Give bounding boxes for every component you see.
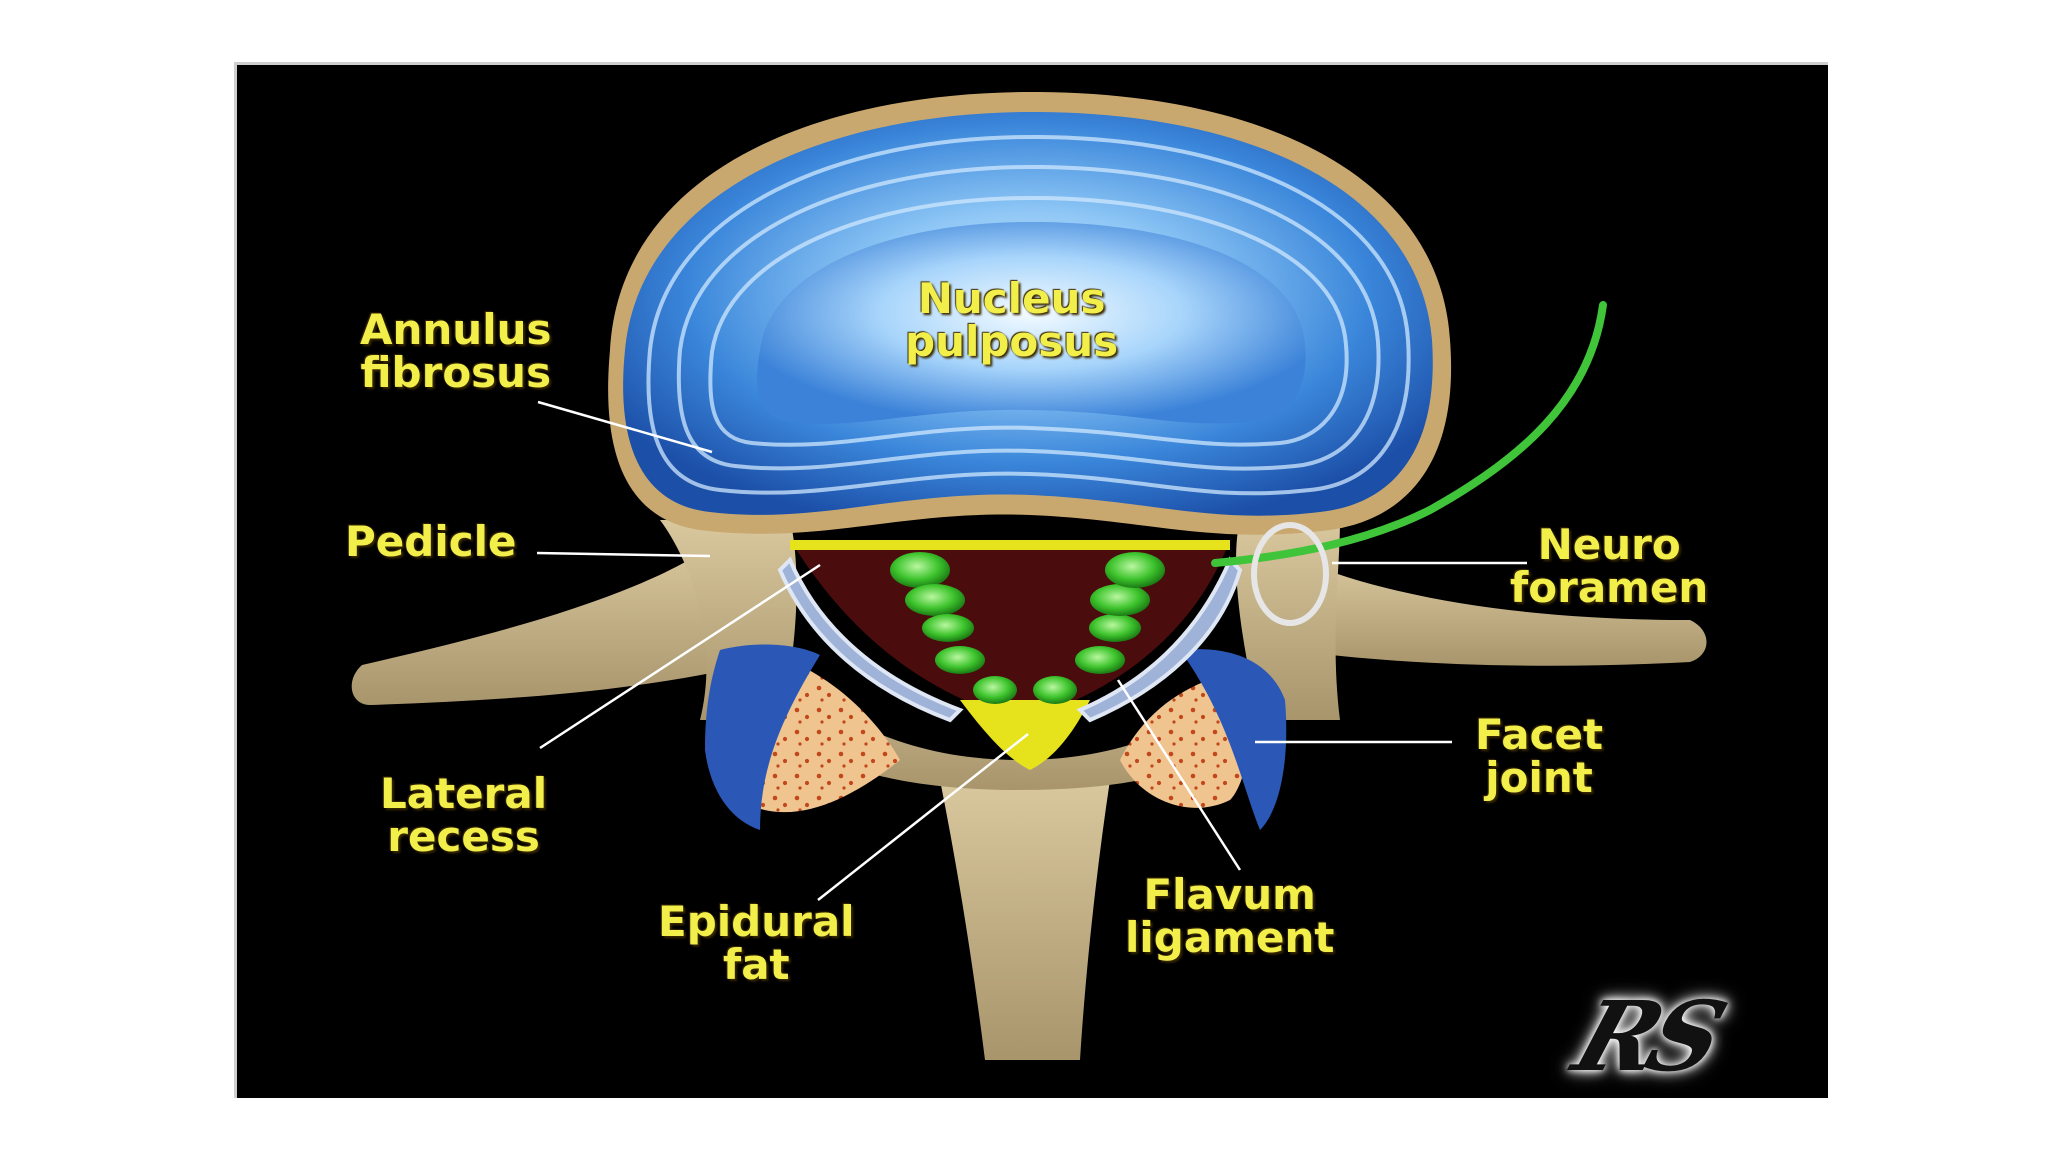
annulus-leader: [537, 400, 713, 454]
right-flavum-ligament: [1076, 556, 1243, 723]
epidural-fat-band: [790, 540, 1230, 550]
pedicle-leader: [536, 551, 711, 558]
lateral-leader: [539, 563, 821, 750]
leader-lines: [536, 400, 1527, 901]
nerve-roots: [890, 552, 1165, 704]
pedicle-label: Pedicle: [345, 517, 517, 566]
left-flavum-ligament: [777, 556, 964, 723]
nucleus-pulposus: [757, 221, 1306, 424]
flavum-leader: [1116, 679, 1242, 871]
exiting-nerve: [1211, 301, 1607, 567]
annulus-rings: [646, 134, 1411, 496]
epidural-leader: [817, 733, 1029, 901]
right-facet-joint: [1120, 649, 1287, 830]
neuro-foramen-highlight: [1251, 522, 1329, 626]
spinous-process: [940, 780, 1110, 1060]
right-transverse-process: [1290, 560, 1707, 666]
left-facet-joint: [705, 644, 900, 830]
left-transverse-process: [351, 540, 770, 705]
